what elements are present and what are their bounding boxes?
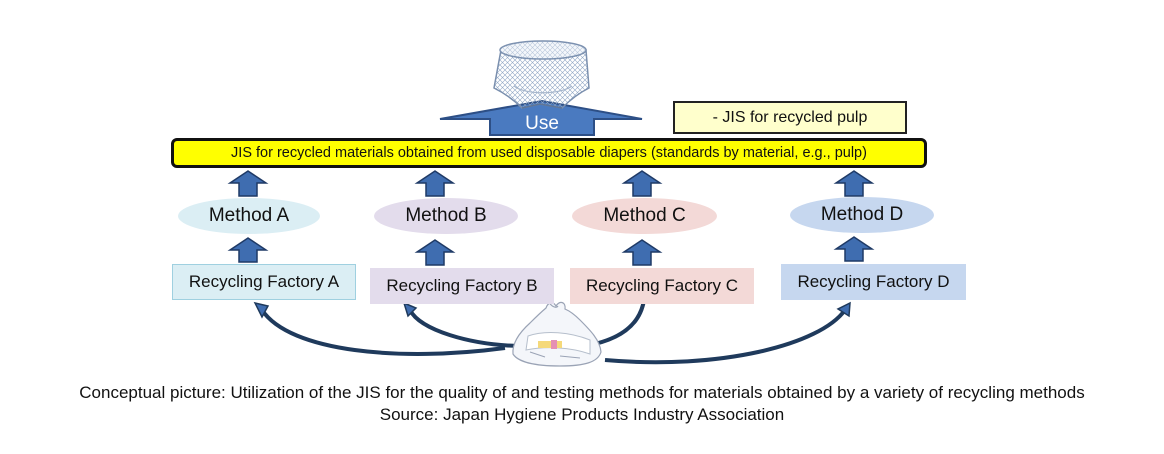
- arrows-method-to-banner: [227, 170, 875, 197]
- factory-b-label: Recycling Factory B: [386, 276, 538, 295]
- arrows-factory-to-method: [227, 236, 875, 266]
- method-b-label: Method B: [405, 205, 487, 226]
- flow-to-factory-a: [260, 308, 506, 356]
- use-label: Use: [525, 113, 559, 134]
- method-c: Method C: [572, 198, 717, 234]
- method-d-label: Method D: [820, 204, 904, 225]
- factory-c-label: Recycling Factory C: [585, 276, 739, 295]
- pulp-standard-text: - JIS for recycled pulp: [712, 108, 868, 126]
- caption-source: Source: Japan Hygiene Products Industry …: [379, 405, 785, 424]
- jis-banner-text: JIS for recycled materials obtained from…: [231, 145, 867, 161]
- up-arrow-method-b: [414, 170, 456, 197]
- flow-arrowheads: [253, 301, 851, 319]
- waste-bag-icon: [512, 301, 602, 367]
- up-arrow-method-c: [621, 170, 663, 197]
- factory-d: Recycling Factory D: [781, 264, 966, 300]
- jis-banner: JIS for recycled materials obtained from…: [171, 138, 927, 168]
- factory-a-label: Recycling Factory A: [188, 272, 340, 291]
- method-a: Method A: [178, 198, 320, 234]
- factory-d-label: Recycling Factory D: [797, 272, 950, 291]
- factory-b: Recycling Factory B: [370, 268, 554, 304]
- caption-line-1: Conceptual picture: Utilization of the J…: [79, 383, 1085, 402]
- method-c-label: Method C: [603, 205, 686, 226]
- factory-c: Recycling Factory C: [570, 268, 754, 304]
- up-arrow-method-a: [227, 170, 269, 197]
- up-arrow-factory-b: [414, 239, 456, 266]
- factory-a: Recycling Factory A: [172, 264, 356, 300]
- up-arrow-factory-a: [227, 237, 269, 263]
- up-arrow-factory-d: [833, 236, 875, 262]
- pulp-standard-note: - JIS for recycled pulp: [673, 101, 907, 134]
- flow-to-factory-d: [604, 308, 847, 365]
- method-b: Method B: [374, 198, 518, 234]
- up-arrow-factory-c: [621, 239, 663, 266]
- flow-to-factory-b: [408, 308, 521, 348]
- method-d: Method D: [790, 197, 934, 233]
- up-arrow-method-d: [833, 170, 875, 197]
- diaper-icon: [493, 40, 590, 109]
- method-a-label: Method A: [208, 205, 290, 226]
